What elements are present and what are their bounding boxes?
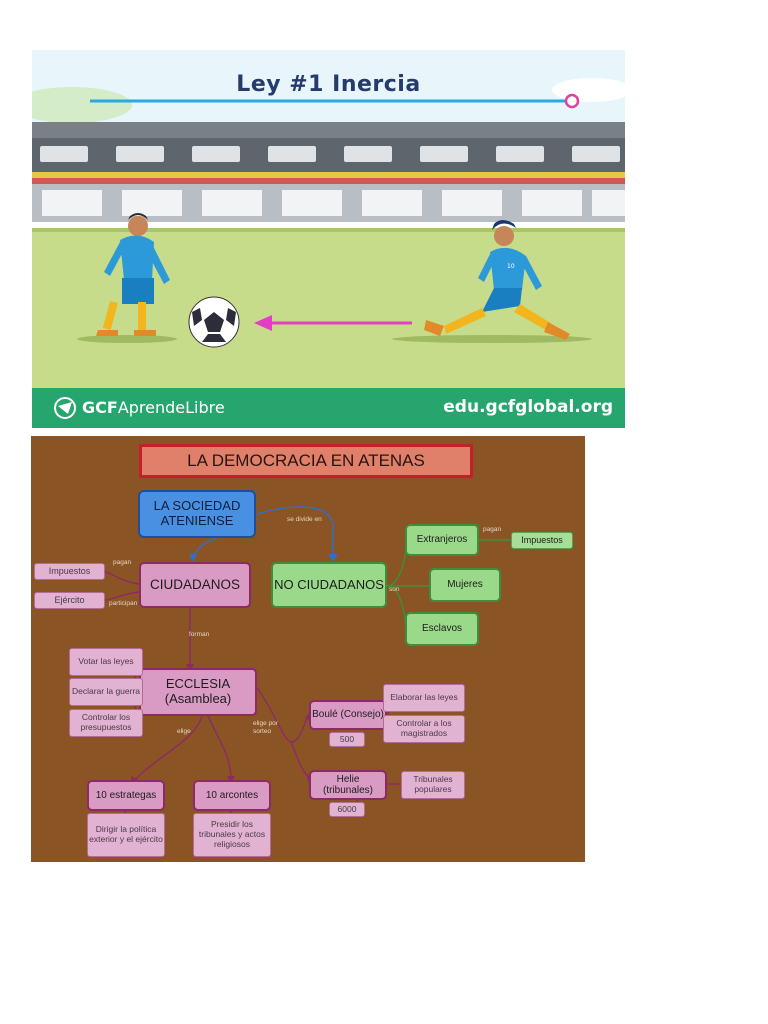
node-10-estrategas: 10 estrategas [87,780,165,811]
link-label-se-divide-en: se divide en [287,516,322,523]
soccer-ball-icon [188,296,240,348]
stadium-stands-illustration [32,138,625,222]
player-illustration [96,213,170,336]
node-esclavos: Esclavos [405,612,479,646]
link-label-forman: forman [189,631,210,638]
node-controlar-magistrados: Controlar a los magistrados [383,715,465,743]
node-helie-6000: 6000 [329,802,365,817]
node-controlar-presupuestos: Controlar los presupuestos [69,709,143,737]
node-estrategas-funcion: Dirigir la política exterior y el ejérci… [87,813,165,857]
node-elaborar-leyes: Elaborar las leyes [383,684,465,712]
node-extranjeros: Extranjeros [405,524,479,556]
node-10-arcontes: 10 arcontes [193,780,271,811]
node-boule-500: 500 [329,732,365,747]
svg-text:10: 10 [507,263,515,270]
node-ecclesia: ECCLESIA (Asamblea) [139,668,257,716]
node-sociedad-ateniense: LA SOCIEDAD ATENIENSE [138,490,256,538]
node-helie: Helie (tribunales) [309,770,387,800]
illustration-footer: GCFAprendeLibre edu.gcfglobal.org [32,388,625,428]
concept-map: LA DEMOCRACIA EN ATENAS LA SOCIEDAD ATEN… [31,436,585,862]
inertia-illustration: 10 Ley #1 Inercia GCFAprendeLibre edu.gc… [32,50,625,428]
concept-map-title: LA DEMOCRACIA EN ATENAS [139,444,473,478]
link-label-elige-por-sorteo: elige por sorteo [253,720,278,735]
brand-name: GCFAprendeLibre [82,398,225,417]
link-label-son: son [389,586,400,593]
node-votar-leyes: Votar las leyes [69,648,143,676]
brand-url: edu.gcfglobal.org [443,397,613,417]
link-label-participan: participan [109,600,138,607]
motion-arrow-icon [254,315,412,331]
link-label-pagan: pagan [113,559,132,566]
node-ejercito: Ejército [34,592,105,609]
link-label-pagan-extranjeros: pagan [483,526,502,533]
node-boule: Boulé (Consejo) [309,700,387,730]
stadium-scene: 10 [32,78,625,388]
node-mujeres: Mujeres [429,568,501,602]
link-label-elige: elige [177,728,191,735]
player-illustration: 10 [424,220,570,340]
node-declarar-guerra: Declarar la guerra [69,678,143,706]
node-tribunales-populares: Tribunales populares [401,771,465,799]
illustration-title: Ley #1 Inercia [236,72,421,97]
node-impuestos-extranjeros: Impuestos [511,532,573,549]
node-no-ciudadanos: NO CIUDADANOS [271,562,387,608]
node-ciudadanos: CIUDADANOS [139,562,251,608]
gcf-logo-icon [54,397,76,419]
node-impuestos: Impuestos [34,563,105,580]
node-arcontes-funcion: Presidir los tribunales y actos religios… [193,813,271,857]
